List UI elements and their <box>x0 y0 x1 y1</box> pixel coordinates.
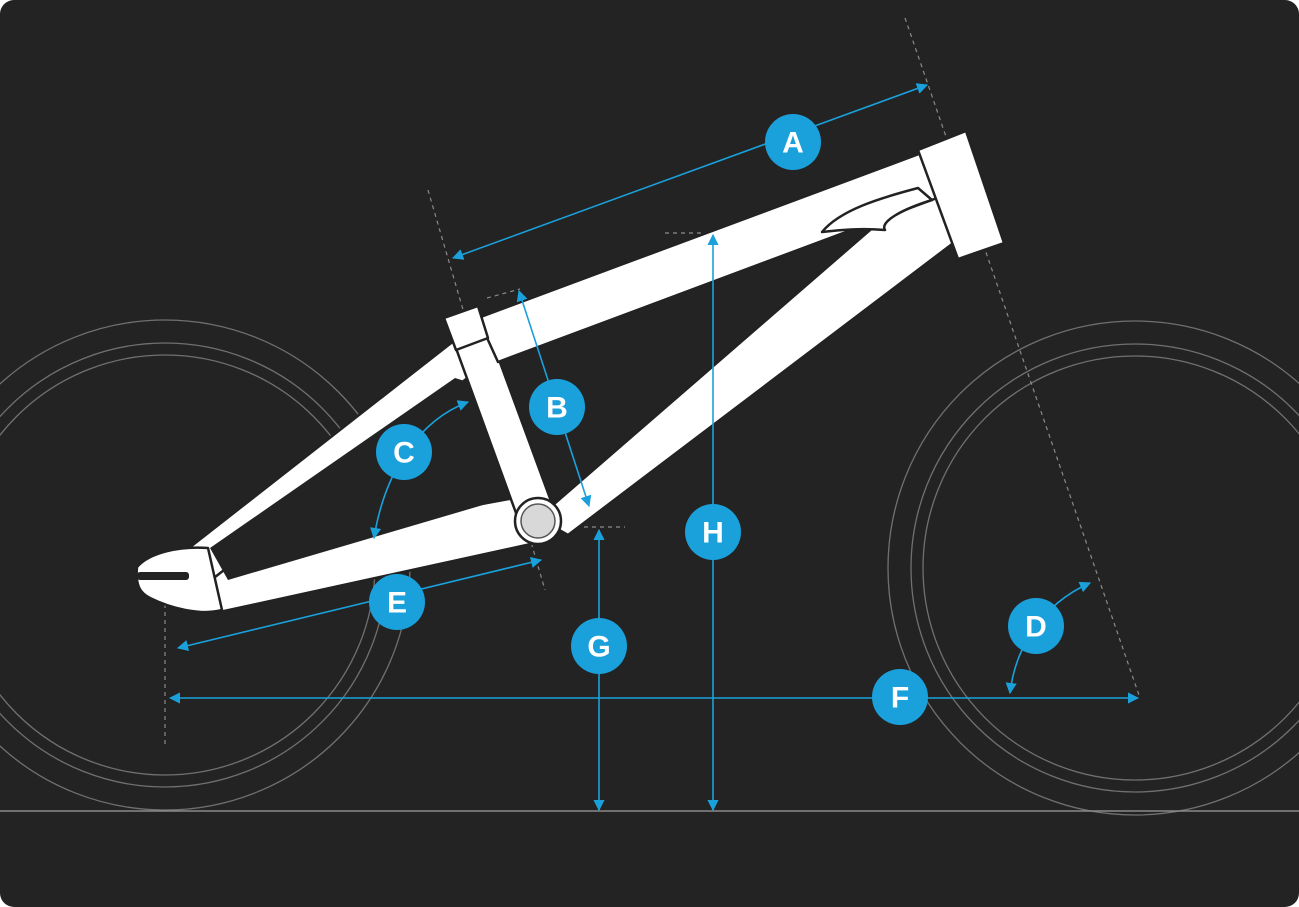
badge-e: E <box>369 574 425 630</box>
badge-a-label: A <box>782 127 804 160</box>
badge-c: C <box>376 424 432 480</box>
badge-c-label: C <box>393 437 415 470</box>
badge-g: G <box>571 618 627 674</box>
badge-f-label: F <box>891 682 909 715</box>
badge-g-label: G <box>587 631 610 664</box>
guide-lines <box>164 17 1141 745</box>
front-wheel <box>887 320 1299 816</box>
badge-e-label: E <box>387 587 407 620</box>
bottom-bracket <box>513 496 563 546</box>
badge-f: F <box>872 669 928 725</box>
seat-tube-top <box>442 304 490 352</box>
badge-d-label: D <box>1025 611 1047 644</box>
head-tube <box>916 129 1006 261</box>
dimension-e-line <box>176 556 543 652</box>
badge-h: H <box>685 504 741 560</box>
badge-b: B <box>529 379 585 435</box>
badge-a: A <box>765 114 821 170</box>
badge-h-label: H <box>702 517 724 550</box>
dimension-a-line <box>451 83 929 260</box>
dropout-slot <box>137 572 189 580</box>
badge-d: D <box>1008 598 1064 654</box>
badge-b-label: B <box>546 392 568 425</box>
